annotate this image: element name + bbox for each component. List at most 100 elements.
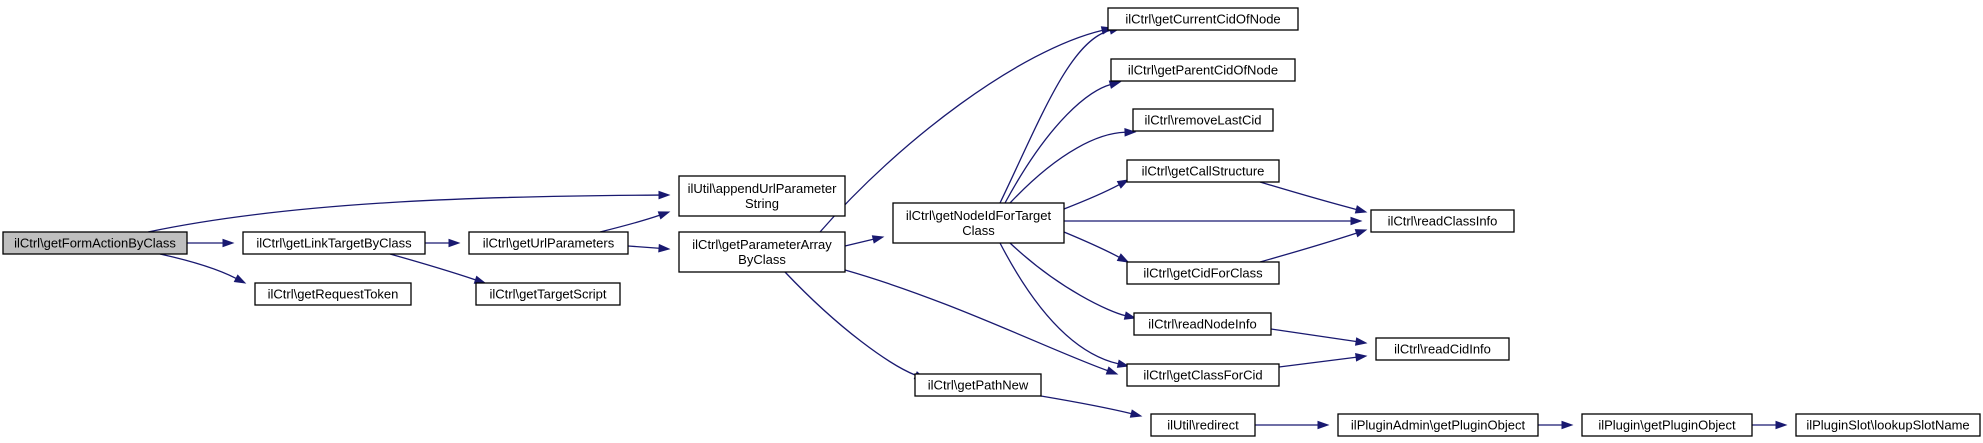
node-box[interactable] bbox=[1795, 413, 1981, 437]
arrow-head-icon bbox=[871, 235, 885, 244]
node-box[interactable] bbox=[1150, 413, 1256, 437]
edge-line bbox=[147, 194, 660, 233]
edge-n5-n7 bbox=[627, 243, 671, 253]
graph-node[interactable]: ilCtrl\getRequestToken bbox=[254, 282, 412, 306]
node-label: ilPluginAdmin\getPluginObject bbox=[1351, 418, 1526, 433]
graph-node[interactable]: ilCtrl\getParentCidOfNode bbox=[1110, 58, 1296, 82]
node-box[interactable] bbox=[2, 231, 188, 255]
edge-line bbox=[1270, 328, 1357, 343]
edge-line bbox=[1009, 131, 1126, 204]
graph-node[interactable]: ilCtrl\getLinkTargetByClass bbox=[242, 231, 426, 255]
arrow-head-icon bbox=[1350, 216, 1363, 226]
arrow-head-icon bbox=[1561, 420, 1574, 430]
graph-node[interactable]: ilCtrl\readClassInfo bbox=[1370, 209, 1515, 233]
nodes-layer: ilCtrl\getFormActionByClass ilCtrl\getLin… bbox=[2, 7, 1981, 437]
node-box[interactable] bbox=[1370, 209, 1515, 233]
arrow-head-icon bbox=[448, 238, 461, 248]
node-box[interactable] bbox=[914, 373, 1042, 397]
arrow-head-icon bbox=[1108, 80, 1122, 89]
arrow-head-icon bbox=[1105, 366, 1119, 375]
graph-node[interactable]: ilCtrl\getUrlParameters bbox=[468, 231, 629, 255]
node-label: ilCtrl\readClassInfo bbox=[1388, 214, 1498, 229]
edge-line bbox=[627, 245, 660, 249]
edge-n14-n18 bbox=[1259, 229, 1368, 263]
node-box[interactable] bbox=[892, 202, 1065, 244]
edge-n8-n10 bbox=[999, 26, 1122, 204]
graph-node[interactable]: ilCtrl\readCidInfo bbox=[1375, 337, 1510, 361]
graph-node[interactable]: ilPlugin\getPluginObject bbox=[1581, 413, 1753, 437]
edge-n8-n16 bbox=[999, 242, 1130, 368]
edge-n5-n4 bbox=[599, 211, 671, 233]
arrow-head-icon bbox=[657, 211, 671, 220]
arrow-head-icon bbox=[1354, 205, 1368, 214]
arrow-head-icon bbox=[658, 243, 671, 253]
graph-node[interactable]: ilCtrl\readNodeInfo bbox=[1133, 312, 1272, 336]
node-label: ilCtrl\getCidForClass bbox=[1143, 266, 1263, 281]
graph-node[interactable]: ilCtrl\getClassForCid bbox=[1126, 363, 1280, 387]
node-label: String bbox=[745, 196, 779, 211]
edge-n2-n5 bbox=[425, 238, 461, 248]
graph-node-root[interactable]: ilCtrl\getFormActionByClass bbox=[2, 231, 188, 255]
node-box[interactable] bbox=[1110, 58, 1296, 82]
graph-node[interactable]: ilCtrl\getCallStructure bbox=[1126, 159, 1280, 183]
edge-line bbox=[1063, 184, 1120, 210]
node-label: ilCtrl\getParentCidOfNode bbox=[1128, 63, 1278, 78]
node-box[interactable] bbox=[1126, 261, 1280, 285]
edge-line bbox=[389, 253, 476, 281]
node-label: ilPluginSlot\lookupSlotName bbox=[1806, 418, 1969, 433]
node-label: ilCtrl\getParameterArray bbox=[692, 237, 832, 252]
edge-n8-n11 bbox=[1004, 80, 1122, 204]
edge-n2-n6 bbox=[389, 253, 487, 284]
edge-line bbox=[1259, 181, 1357, 211]
edge-line bbox=[1009, 242, 1126, 317]
node-box[interactable] bbox=[254, 282, 412, 306]
node-label: ilCtrl\getCallStructure bbox=[1142, 164, 1265, 179]
edge-n9-n17 bbox=[1040, 395, 1143, 418]
graph-node[interactable]: ilCtrl\getTargetScript bbox=[475, 282, 621, 306]
edge-n15-n19 bbox=[1270, 328, 1368, 346]
node-box[interactable] bbox=[1581, 413, 1753, 437]
edge-n13-n18 bbox=[1259, 181, 1368, 214]
node-label: ilCtrl\getPathNew bbox=[928, 378, 1029, 393]
node-label: ilUtil\appendUrlParameter bbox=[688, 181, 838, 196]
edge-line bbox=[784, 271, 916, 376]
node-box[interactable] bbox=[1126, 363, 1280, 387]
node-box[interactable] bbox=[1132, 108, 1274, 132]
arrow-head-icon bbox=[473, 275, 487, 284]
node-box[interactable] bbox=[242, 231, 426, 255]
node-box[interactable] bbox=[678, 175, 846, 217]
node-box[interactable] bbox=[468, 231, 629, 255]
node-box[interactable] bbox=[1133, 312, 1272, 336]
arrow-head-icon bbox=[1124, 127, 1137, 137]
node-box[interactable] bbox=[1126, 159, 1280, 183]
node-box[interactable] bbox=[475, 282, 621, 306]
arrow-head-icon bbox=[1775, 420, 1788, 430]
node-box[interactable] bbox=[1107, 7, 1299, 31]
graph-node[interactable]: ilPluginSlot\lookupSlotName bbox=[1795, 413, 1981, 437]
graph-node[interactable]: ilCtrl\getCidForClass bbox=[1126, 261, 1280, 285]
node-label: Class bbox=[962, 223, 995, 238]
graph-node[interactable]: ilCtrl\removeLastCid bbox=[1132, 108, 1274, 132]
node-label: ilUtil\redirect bbox=[1167, 418, 1239, 433]
edge-n7-n9 bbox=[784, 271, 927, 380]
node-box[interactable] bbox=[678, 231, 846, 273]
edge-n17-n20 bbox=[1255, 420, 1330, 430]
edge-n1-n2 bbox=[187, 238, 235, 248]
graph-node[interactable]: ilCtrl\getCurrentCidOfNode bbox=[1107, 7, 1299, 31]
node-box[interactable] bbox=[1337, 413, 1539, 437]
node-label: ilCtrl\getNodeIdForTarget bbox=[906, 208, 1052, 223]
graph-node[interactable]: ilPluginAdmin\getPluginObject bbox=[1337, 413, 1539, 437]
arrow-head-icon bbox=[233, 274, 247, 284]
node-label: ilCtrl\readCidInfo bbox=[1394, 342, 1491, 357]
edge-n1-n3 bbox=[159, 253, 247, 284]
node-box[interactable] bbox=[1375, 337, 1510, 361]
arrow-head-icon bbox=[222, 238, 235, 248]
graph-node[interactable]: ilUtil\redirect bbox=[1150, 413, 1256, 437]
node-label: ilPlugin\getPluginObject bbox=[1598, 418, 1736, 433]
graph-node[interactable]: ilCtrl\getPathNew bbox=[914, 373, 1042, 397]
node-label: ilCtrl\removeLastCid bbox=[1144, 113, 1261, 128]
node-label: ilCtrl\getLinkTargetByClass bbox=[256, 236, 412, 251]
